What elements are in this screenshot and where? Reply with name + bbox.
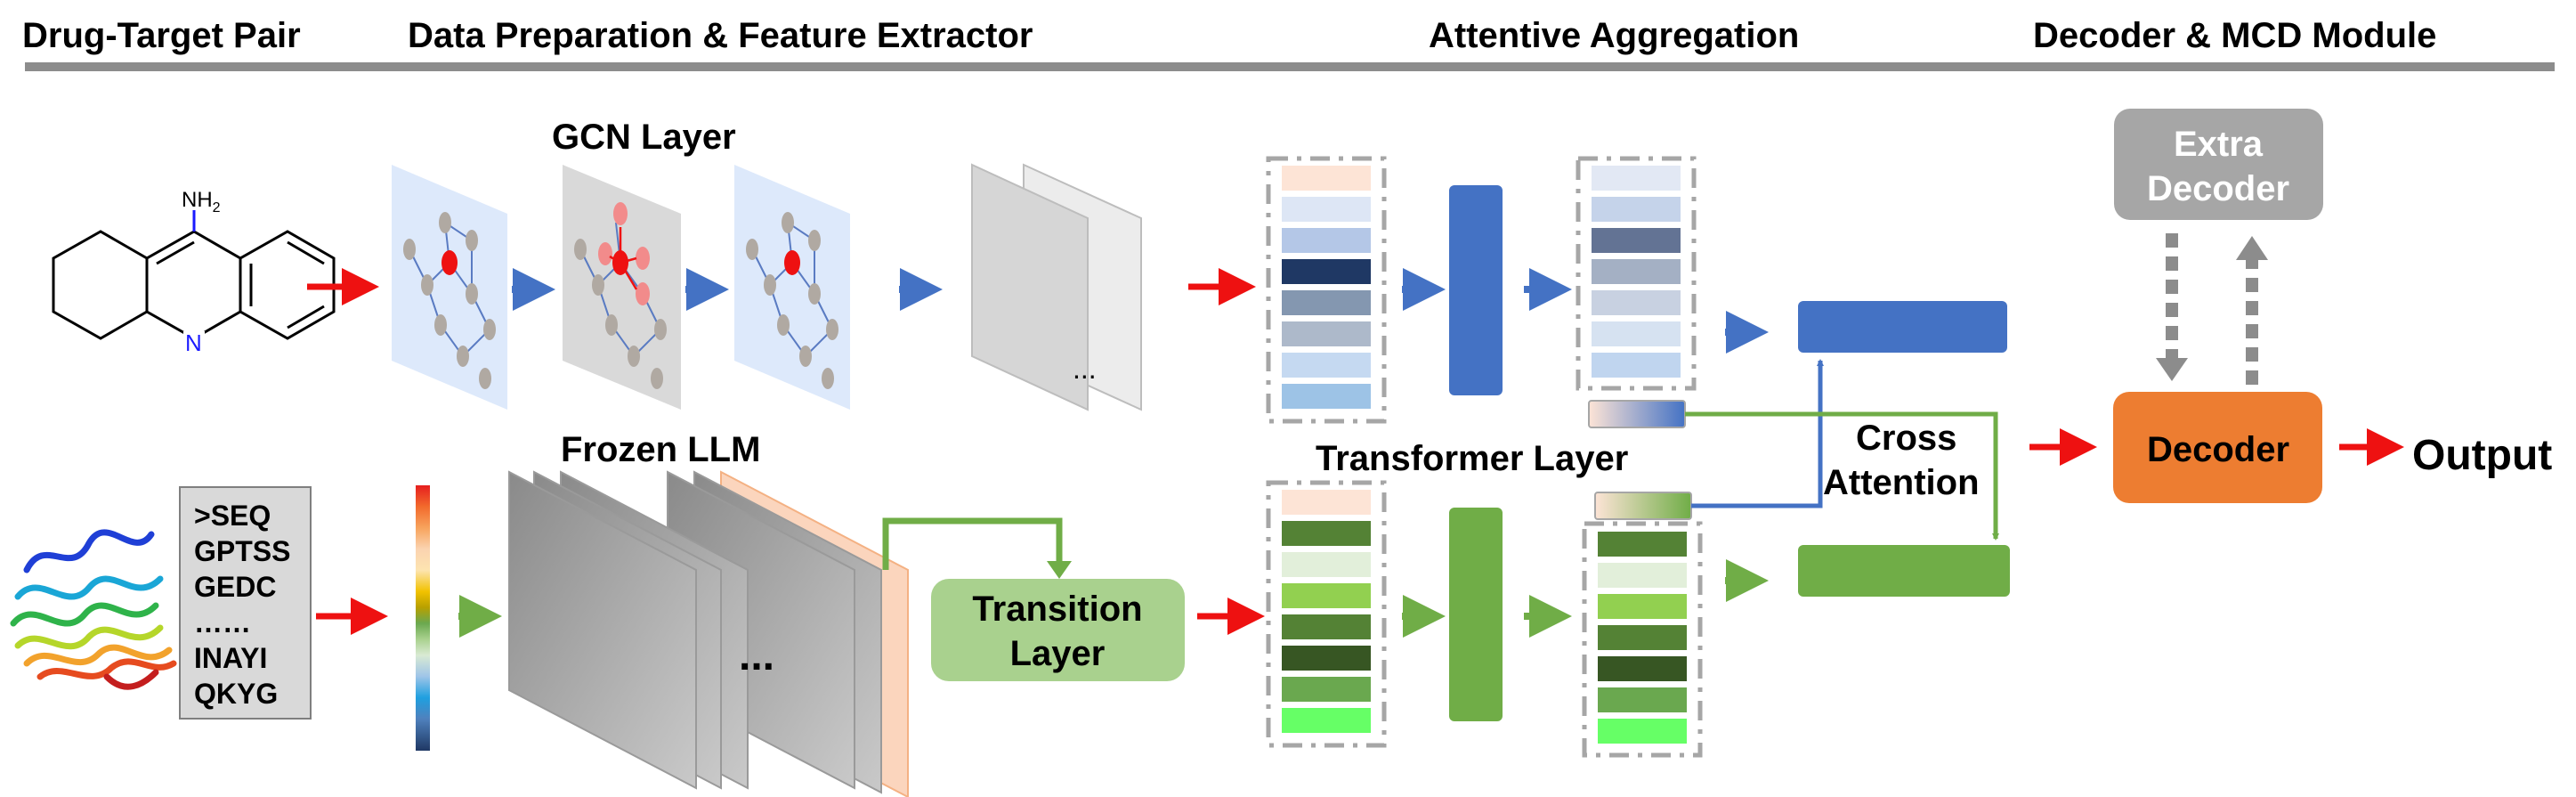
protein-attended-cell-2 — [1598, 563, 1687, 588]
header-decoder-mcd: Decoder & MCD Module — [2033, 16, 2436, 55]
drug-feature-stack-frame — [1266, 156, 1387, 424]
frozen-llm-label: Frozen LLM — [561, 430, 760, 469]
header-rule — [25, 62, 2555, 71]
protein-attended-cell-3 — [1598, 594, 1687, 619]
sequence-line-5: INAYI — [194, 642, 267, 674]
gcn-output-planes — [971, 163, 1142, 411]
sequence-line-4: …… — [194, 606, 251, 638]
drug-feature-cell-3 — [1282, 228, 1371, 253]
frozen-llm-ellipsis: ... — [739, 632, 774, 679]
drug-attended-cell-7 — [1592, 353, 1681, 378]
section-headers: Drug-Target Pair Data Preparation & Feat… — [22, 16, 2555, 71]
drug-feature-stack — [1282, 166, 1371, 409]
cross-attention-green-line — [1685, 411, 1999, 541]
protein-attended-cell-4 — [1598, 625, 1687, 650]
drug-attended-cell-4 — [1592, 259, 1681, 284]
sequence-line-6: QKYG — [194, 678, 278, 710]
protein-feature-cell-1 — [1282, 490, 1371, 515]
protein-feature-cell-6 — [1282, 646, 1371, 671]
drug-feature-cell-2 — [1282, 197, 1371, 222]
drug-feature-cell-5 — [1282, 290, 1371, 315]
molecule-nh2-label: NH2 — [182, 188, 221, 216]
drug-feature-cell-4 — [1282, 259, 1371, 284]
drug-pooled-vector — [1588, 400, 1686, 428]
protein-attended-cell-5 — [1598, 656, 1687, 681]
transition-layer-label-1: Transition — [972, 590, 1142, 629]
cross-attention-blue-line — [1691, 359, 1824, 508]
protein-feature-stack — [1282, 490, 1371, 733]
protein-structure-image — [10, 529, 177, 690]
frozen-llm-planes — [508, 470, 909, 797]
protein-feature-cell-4 — [1282, 583, 1371, 608]
sequence-text: >SEQ GPTSS GEDC …… INAYI QKYG — [194, 500, 290, 710]
drug-attended-stack — [1592, 166, 1681, 378]
decoder-box — [2113, 392, 2322, 503]
transition-layer-box — [931, 579, 1185, 681]
header-attentive-aggregation: Attentive Aggregation — [1429, 16, 1799, 55]
drug-molecule-structure — [52, 210, 336, 340]
drug-feature-cell-8 — [1282, 384, 1371, 409]
output-label: Output — [2412, 432, 2552, 479]
decoder-label: Decoder — [2147, 430, 2289, 469]
protein-attended-stack-frame — [1582, 521, 1703, 758]
protein-embedding-bar — [416, 485, 430, 751]
protein-attended-cell-6 — [1598, 687, 1687, 712]
sequence-line-2: GPTSS — [194, 535, 290, 567]
drug-feature-cell-1 — [1282, 166, 1371, 191]
molecule-n-bg — [183, 331, 205, 354]
llm-to-transition-arrowhead — [1047, 561, 1072, 579]
transition-layer-label-2: Layer — [1010, 634, 1106, 673]
molecule-n-label: N — [185, 329, 202, 356]
drug-attended-cell-6 — [1592, 321, 1681, 346]
down-arrowhead-gray — [2156, 358, 2188, 381]
header-drug-target-pair: Drug-Target Pair — [22, 16, 301, 55]
gcn-graph-plane-2 — [563, 165, 681, 410]
sequence-line-3: GEDC — [194, 571, 276, 603]
extra-decoder-label-2: Decoder — [2147, 169, 2289, 208]
protein-feature-cell-8 — [1282, 708, 1371, 733]
protein-attended-cell-7 — [1598, 719, 1687, 744]
protein-feature-cell-5 — [1282, 614, 1371, 639]
drug-aggregated-output — [1798, 301, 2007, 353]
protein-aggregated-output — [1798, 545, 2010, 597]
sequence-line-1: >SEQ — [194, 500, 271, 532]
protein-feature-cell-7 — [1282, 677, 1371, 702]
protein-sequence-box — [179, 486, 312, 720]
drug-attended-stack-frame — [1576, 156, 1697, 391]
gcn-layer-label: GCN Layer — [552, 118, 736, 157]
protein-attended-stack — [1598, 532, 1687, 744]
drug-attended-cell-1 — [1592, 166, 1681, 191]
drug-feature-cell-6 — [1282, 321, 1371, 346]
cross-attention-label-2: Attention — [1823, 463, 1980, 502]
drug-attended-cell-3 — [1592, 228, 1681, 253]
protein-feature-cell-2 — [1282, 521, 1371, 546]
protein-transformer-block — [1449, 508, 1503, 721]
extra-decoder-label-1: Extra — [2174, 125, 2264, 164]
cross-attention-label-1: Cross — [1856, 419, 1956, 458]
drug-feature-cell-7 — [1282, 353, 1371, 378]
gcn-graph-plane-3 — [734, 165, 850, 410]
protein-attended-cell-1 — [1598, 532, 1687, 557]
protein-feature-cell-3 — [1282, 552, 1371, 577]
up-arrowhead-gray — [2236, 236, 2268, 260]
gcn-graph-plane-1 — [392, 165, 507, 410]
gcn-output-ellipsis: ... — [1073, 353, 1097, 385]
extra-decoder-box — [2114, 109, 2323, 220]
header-data-preparation: Data Preparation & Feature Extractor — [408, 16, 1033, 55]
protein-pooled-vector — [1594, 492, 1692, 520]
drug-attended-cell-2 — [1592, 197, 1681, 222]
llm-to-transition-connector — [882, 517, 1063, 574]
protein-feature-stack-frame — [1266, 480, 1387, 748]
transformer-layer-label: Transformer Layer — [1316, 439, 1628, 478]
drug-attention-block — [1449, 185, 1503, 395]
flow-arrows — [307, 268, 2404, 638]
drug-attended-cell-5 — [1592, 290, 1681, 315]
